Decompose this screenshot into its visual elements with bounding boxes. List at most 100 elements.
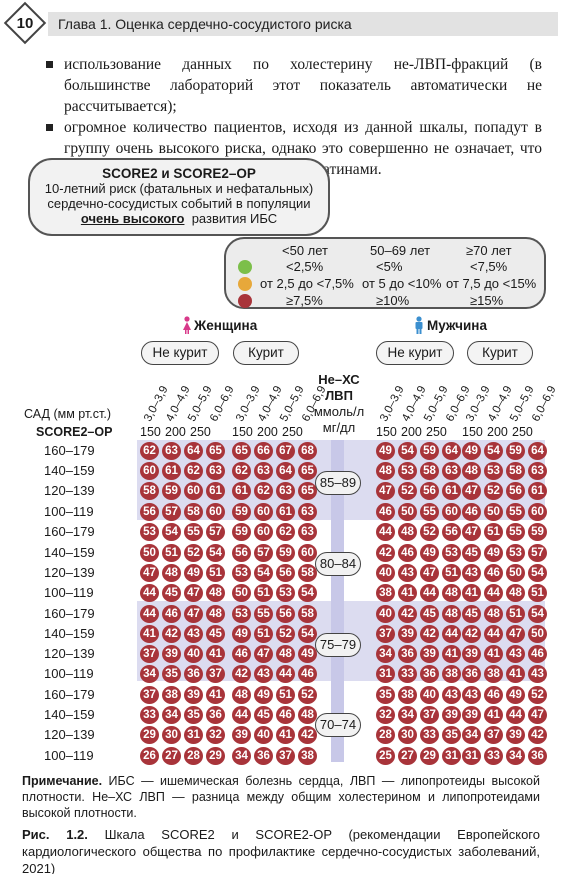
risk-cell: 41 — [206, 645, 225, 663]
score-line: развития ИБС — [191, 211, 278, 226]
age-group-pill: 80–84 — [315, 551, 361, 576]
risk-cell: 54 — [398, 442, 417, 460]
risk-cell: 61 — [528, 482, 547, 501]
risk-cell: 63 — [298, 502, 317, 521]
header-bar — [48, 12, 558, 36]
risk-cell: 51 — [276, 685, 295, 704]
risk-cell: 39 — [442, 706, 461, 725]
bp-label: 120–139 — [44, 646, 95, 661]
risk-cell: 51 — [442, 563, 461, 582]
risk-cell: 48 — [442, 583, 461, 602]
note: Примечание. ИБС — ишемическая болезнь се… — [22, 773, 540, 821]
risk-cell: 57 — [162, 502, 181, 521]
risk-cell: 31 — [376, 665, 395, 684]
risk-cell: 47 — [184, 604, 203, 623]
risk-cell: 53 — [232, 563, 251, 582]
risk-cell: 33 — [484, 746, 503, 765]
risk-cell: 53 — [140, 523, 159, 542]
risk-cell: 37 — [484, 726, 503, 745]
risk-cell: 46 — [298, 665, 317, 684]
score-emphasis: очень высокого — [80, 211, 185, 226]
risk-cell: 56 — [276, 604, 295, 623]
risk-cell: 42 — [376, 543, 395, 562]
risk-cell: 65 — [298, 462, 317, 481]
bp-label: 160–179 — [44, 686, 95, 702]
risk-cell: 52 — [184, 543, 203, 562]
risk-cell: 46 — [376, 502, 395, 521]
page-number-badge: 10 — [3, 1, 47, 45]
risk-cell: 66 — [254, 442, 273, 460]
risk-cell: 48 — [206, 583, 225, 602]
risk-cell: 34 — [506, 746, 525, 765]
risk-cell: 41 — [140, 624, 159, 643]
risk-cell: 47 — [184, 583, 203, 602]
risk-cell: 48 — [398, 523, 417, 542]
risk-cell: 58 — [420, 462, 439, 481]
ldl-header: Не–ХС ЛВП ммоль/л мг/дл — [310, 372, 368, 436]
age-group-pill: 70–74 — [315, 713, 361, 738]
risk-cell: 53 — [276, 583, 295, 602]
risk-cell: 39 — [420, 645, 439, 663]
risk-cell: 28 — [184, 746, 203, 765]
risk-cell: 59 — [506, 442, 525, 460]
risk-cell: 44 — [442, 624, 461, 643]
figure-caption: Рис. 1.2. Шкала SCORE2 и SCORE2-OP (реко… — [22, 826, 540, 874]
risk-cell: 40 — [254, 726, 273, 745]
chapter-title: Глава 1. Оценка сердечно-сосудистого рис… — [58, 16, 352, 32]
risk-cell: 39 — [462, 706, 481, 725]
risk-cell: 55 — [420, 502, 439, 521]
bp-label: 120–139 — [44, 564, 95, 580]
mgdl-label: 150 — [462, 425, 483, 439]
risk-cell: 54 — [298, 583, 317, 602]
risk-cell: 46 — [462, 502, 481, 521]
legend-age-header: ≥70 лет — [466, 243, 512, 258]
risk-cell: 50 — [506, 563, 525, 582]
risk-cell: 55 — [254, 604, 273, 623]
legend-color-dot — [238, 277, 252, 291]
caption-text: Шкала SCORE2 и SCORE2-OP (рекомендации Е… — [22, 827, 540, 874]
risk-cell: 39 — [162, 645, 181, 663]
risk-cell: 33 — [420, 726, 439, 745]
risk-cell: 56 — [420, 482, 439, 501]
risk-cell: 54 — [254, 563, 273, 582]
risk-cell: 35 — [184, 706, 203, 725]
risk-cell: 63 — [206, 462, 225, 481]
risk-cell: 44 — [484, 624, 503, 643]
risk-cell: 39 — [232, 726, 251, 745]
risk-cell: 35 — [442, 726, 461, 745]
risk-cell: 44 — [376, 523, 395, 542]
risk-cell: 32 — [206, 726, 225, 745]
risk-cell: 58 — [506, 462, 525, 481]
score-line: 10-летний риск (фатальных и нефатальных) — [44, 181, 314, 196]
risk-cell: 45 — [420, 604, 439, 623]
risk-cell: 43 — [254, 665, 273, 684]
risk-cell: 59 — [420, 442, 439, 460]
risk-cell: 50 — [484, 502, 503, 521]
risk-cell: 47 — [420, 563, 439, 582]
risk-cell: 59 — [528, 523, 547, 542]
risk-cell: 53 — [398, 462, 417, 481]
female-smoker-pill: Курит — [233, 341, 299, 365]
risk-cell: 30 — [398, 726, 417, 745]
risk-cell: 58 — [184, 502, 203, 521]
risk-cell: 39 — [462, 645, 481, 663]
risk-cell: 44 — [420, 583, 439, 602]
bp-label: 160–179 — [44, 443, 95, 458]
risk-cell: 56 — [506, 482, 525, 501]
risk-cell: 41 — [506, 665, 525, 684]
risk-cell: 29 — [420, 746, 439, 765]
risk-cell: 44 — [140, 604, 159, 623]
risk-cell: 41 — [462, 583, 481, 602]
risk-cell: 51 — [254, 624, 273, 643]
risk-cell: 27 — [398, 746, 417, 765]
risk-cell: 64 — [442, 442, 461, 460]
risk-cell: 55 — [506, 502, 525, 521]
risk-cell: 38 — [298, 746, 317, 765]
note-label: Примечание. — [22, 774, 103, 788]
bp-label: 100–119 — [44, 503, 94, 519]
risk-cell: 65 — [298, 482, 317, 501]
risk-cell: 52 — [420, 523, 439, 542]
risk-cell: 56 — [276, 563, 295, 582]
mgdl-label: 150 — [232, 425, 253, 439]
risk-cell: 59 — [232, 502, 251, 521]
